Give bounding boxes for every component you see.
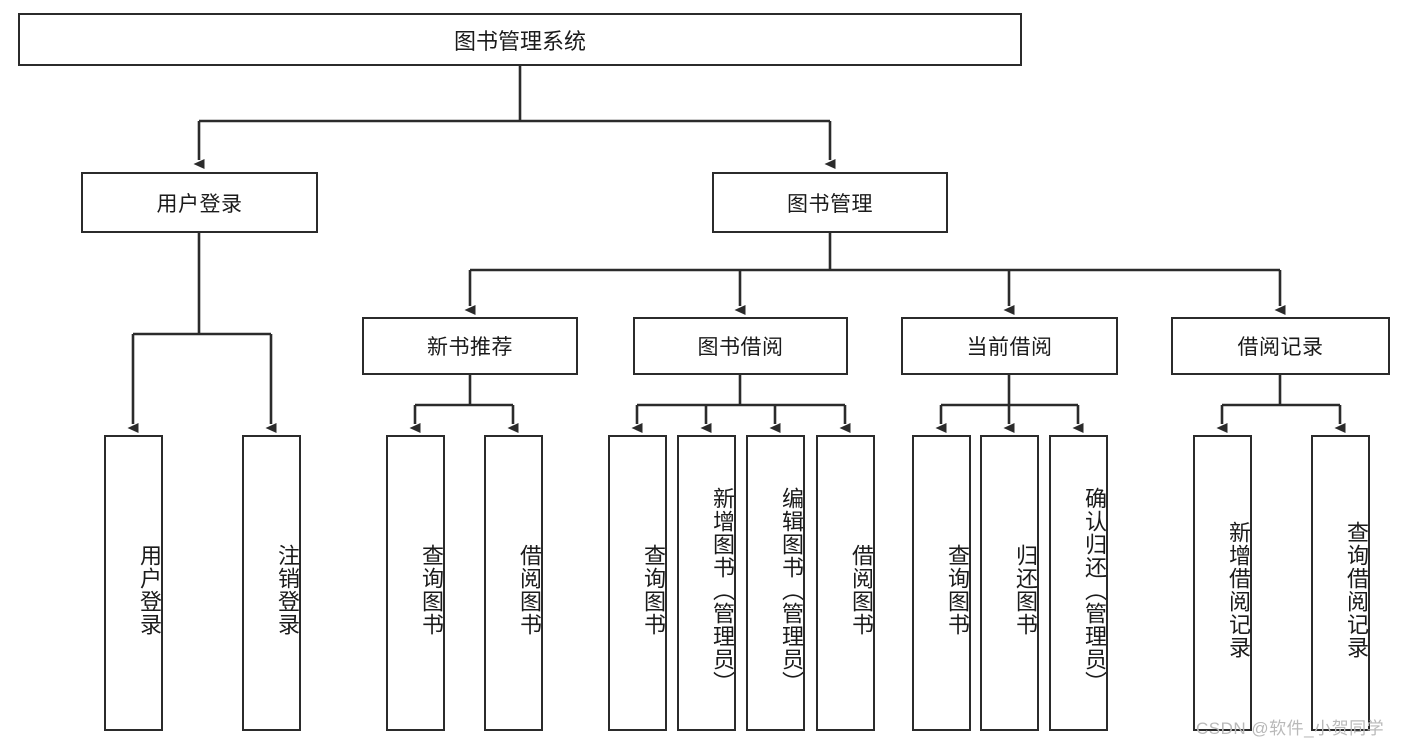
node-book-management[interactable]: 图书管理 xyxy=(712,172,948,233)
leaf-label: 确认归还（管理员） xyxy=(1082,486,1107,694)
leaf-label: 查询图书 xyxy=(641,544,666,636)
leaf-label: 新增借阅记录 xyxy=(1226,521,1251,659)
leaf-borrow-book[interactable]: 借阅图书 xyxy=(816,435,875,731)
node-borrow-record[interactable]: 借阅记录 xyxy=(1171,317,1390,375)
leaf-query-book-new[interactable]: 查询图书 xyxy=(386,435,445,731)
node-label: 借阅记录 xyxy=(1237,336,1324,359)
node-book-borrow[interactable]: 图书借阅 xyxy=(633,317,848,375)
leaf-label: 新增图书（管理员） xyxy=(710,486,735,694)
node-label: 图书管理 xyxy=(787,192,873,216)
leaf-label: 查询图书 xyxy=(419,544,444,636)
leaf-borrow-book-new[interactable]: 借阅图书 xyxy=(484,435,543,731)
node-label: 用户登录 xyxy=(156,192,243,216)
leaf-query-borrow-record[interactable]: 查询借阅记录 xyxy=(1311,435,1370,731)
leaf-label: 用户登录 xyxy=(137,544,162,636)
leaf-user-login[interactable]: 用户登录 xyxy=(104,435,163,731)
leaf-return-book[interactable]: 归还图书 xyxy=(980,435,1039,731)
leaf-label: 查询借阅记录 xyxy=(1344,521,1369,659)
leaf-user-logout[interactable]: 注销登录 xyxy=(242,435,301,731)
leaf-label: 注销登录 xyxy=(275,544,300,636)
node-current-borrow[interactable]: 当前借阅 xyxy=(901,317,1118,375)
node-label: 新书推荐 xyxy=(427,336,513,359)
node-label: 图书借阅 xyxy=(697,336,784,359)
leaf-query-book-borrow[interactable]: 查询图书 xyxy=(608,435,667,731)
node-label: 图书管理系统 xyxy=(453,28,586,54)
node-user-login[interactable]: 用户登录 xyxy=(81,172,318,233)
node-label: 当前借阅 xyxy=(966,336,1053,359)
leaf-edit-book-admin[interactable]: 编辑图书（管理员） xyxy=(746,435,805,731)
leaf-query-book-current[interactable]: 查询图书 xyxy=(912,435,971,731)
leaf-add-book-admin[interactable]: 新增图书（管理员） xyxy=(677,435,736,731)
leaf-add-borrow-record[interactable]: 新增借阅记录 xyxy=(1193,435,1252,731)
leaf-label: 查询图书 xyxy=(945,544,970,636)
leaf-label: 归还图书 xyxy=(1013,544,1038,636)
node-root-book-management-system[interactable]: 图书管理系统 xyxy=(18,13,1022,66)
node-new-book-recommend[interactable]: 新书推荐 xyxy=(362,317,578,375)
leaf-label: 借阅图书 xyxy=(517,544,542,636)
leaf-confirm-return-admin[interactable]: 确认归还（管理员） xyxy=(1049,435,1108,731)
csdn-watermark: CSDN @软件_小贺同学 xyxy=(1196,719,1385,738)
leaf-label: 借阅图书 xyxy=(849,544,874,636)
leaf-label: 编辑图书（管理员） xyxy=(779,486,804,694)
